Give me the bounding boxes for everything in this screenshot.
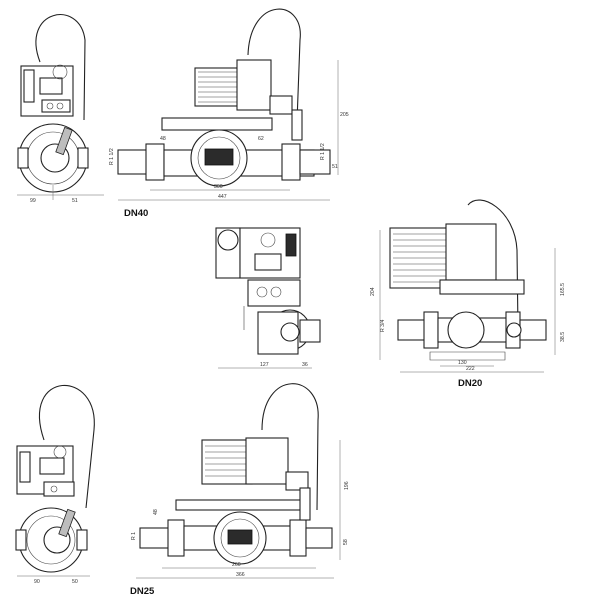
dn40-dim-mid: 51 — [332, 164, 338, 170]
center-dim-36: 36 — [302, 362, 308, 368]
dn40-side-dim-left: 99 — [30, 198, 36, 204]
dn25-dim-366: 366 — [236, 572, 245, 578]
dn40-dim-447: 447 — [218, 194, 227, 200]
dn40-side-dim-right: 51 — [72, 198, 78, 204]
dn25-dim-height: 196 — [344, 481, 350, 490]
dn40-dim-height: 205 — [340, 112, 349, 118]
dn20-dim-r: R 3/4 — [380, 319, 386, 332]
dn20-front-view: 130 222 204 165.5 38.5 R 3/4 — [370, 199, 566, 373]
dn40-dim-48: 48 — [160, 136, 166, 142]
dn25-dim-260: 260 — [232, 562, 241, 568]
dn25-side-dim-left: 90 — [34, 579, 40, 585]
dn40-dim-62: 62 — [258, 136, 264, 142]
center-side-view: 127 36 — [215, 227, 321, 369]
dn20-dim-130: 130 — [458, 360, 467, 366]
caption-dn20: DN20 — [458, 378, 482, 389]
dn40-dim-r: R 1 1/2 — [320, 143, 326, 160]
dn20-dim-204: 204 — [370, 287, 376, 296]
center-dim-127: 127 — [260, 362, 269, 368]
dn25-side-dim-right: 50 — [72, 579, 78, 585]
caption-dn40: DN40 — [124, 208, 148, 219]
dn40-front-view: 300 447 205 R 1 1/2 R 1 1/2 48 62 51 — [109, 8, 349, 201]
dn40-dim-left-r: R 1 1/2 — [109, 148, 115, 165]
dn25-dim-r: R 1 — [131, 532, 137, 540]
dn20-dim-165: 165.5 — [560, 283, 566, 296]
dn25-front-view: 260 366 196 48 R 1 58 — [131, 383, 350, 579]
dn40-side-view: 99 51 — [17, 14, 104, 204]
dn20-dim-38: 38.5 — [560, 332, 566, 342]
dn25-dim-48: 48 — [153, 509, 159, 515]
dn25-dim-58: 58 — [343, 539, 349, 545]
dn40-dim-300: 300 — [214, 184, 223, 190]
dn25-side-view: 90 50 — [15, 384, 95, 585]
dn20-dim-222: 222 — [466, 366, 475, 372]
caption-dn25: DN25 — [130, 586, 155, 597]
